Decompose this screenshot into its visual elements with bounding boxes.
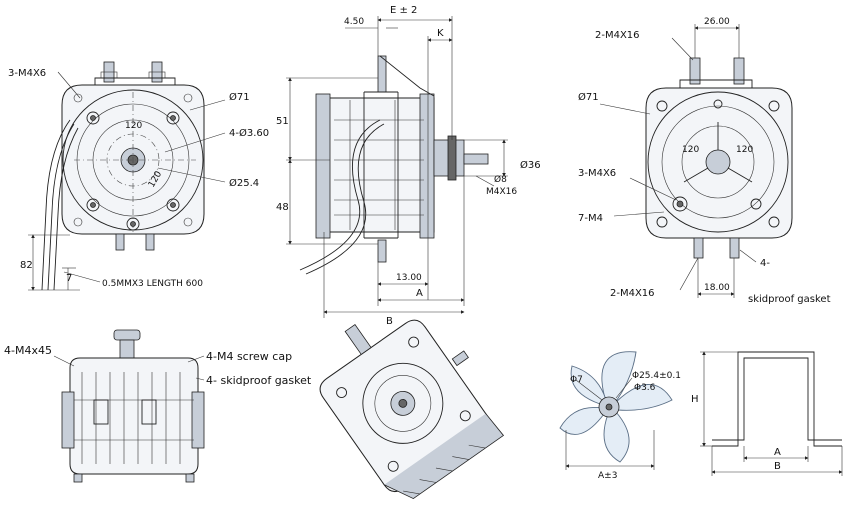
fan-blade	[559, 351, 673, 470]
isometric-view	[319, 319, 505, 500]
dim-26-00: 26.00	[704, 17, 730, 27]
fan-bore-label: Φ3.6	[634, 383, 656, 393]
dim-18-00: 18.00	[704, 283, 730, 293]
bottom-left-view	[53, 329, 205, 483]
bracket-dim-a: A	[774, 447, 781, 458]
angle-120-right-r: 120	[736, 145, 753, 155]
dim-4-50: 4.50	[344, 17, 364, 27]
top-terminals	[94, 61, 176, 85]
dim-b-side: B	[386, 316, 393, 327]
wire-length-label: 0.5MMX3 LENGTH 600	[102, 279, 203, 289]
fan-width-label: A±3	[598, 471, 617, 481]
angle-120-top: 120	[125, 121, 142, 131]
dim-51: 51	[276, 116, 289, 127]
front-view-right	[599, 24, 793, 298]
dim-82: 82	[20, 260, 33, 271]
dim-48: 48	[276, 202, 289, 213]
dia-71-label: Ø71	[229, 91, 250, 103]
shaft-thread: M4X16	[486, 187, 517, 197]
bracket-dim-b: B	[774, 461, 781, 472]
bracket-dim-h: H	[691, 394, 699, 405]
fan-hub-dia-label: Φ25.4±0.1	[632, 371, 681, 381]
screws-3-m4x6-right: 3-M4X6	[578, 168, 616, 179]
bottom-screws-label: 4-M4x45	[4, 344, 52, 357]
lead-wire	[41, 119, 79, 291]
screws-3-m4x6-label: 3-M4X6	[8, 68, 46, 79]
dia-71-right: Ø71	[578, 91, 599, 103]
gasket-label-right: skidproof gasket	[748, 294, 831, 305]
holes-7-m4: 7-M4	[578, 213, 603, 224]
mounting-holes	[73, 93, 193, 231]
dim-13-00: 13.00	[396, 273, 422, 283]
dia-8: Ø8	[494, 174, 507, 185]
dim-7: 7	[66, 273, 72, 284]
dim-a-side: A	[416, 288, 423, 299]
dim-e-label: E ± 2	[390, 5, 417, 16]
side-view	[286, 16, 508, 318]
gasket-count-right: 4-	[760, 258, 770, 269]
screw-cap-label: 4-M4 screw cap	[206, 350, 292, 363]
stator-body	[323, 97, 435, 233]
gasket-label-bottom: 4- skidproof gasket	[206, 374, 312, 387]
holes-4-3-60-label: 4-Ø3.60	[229, 127, 269, 139]
front-view-left	[28, 61, 226, 291]
mounting-bracket	[700, 351, 843, 476]
fan-hole-label: Φ7	[570, 375, 583, 385]
side-wire	[299, 119, 385, 275]
dia-25-4-label: Ø25.4	[229, 177, 259, 189]
angle-120-left-r: 120	[682, 145, 699, 155]
bottom-screws-right: 2-M4X16	[610, 288, 655, 299]
dia-36: Ø36	[520, 159, 541, 171]
top-screws-right: 2-M4X16	[595, 30, 640, 41]
dim-k: K	[437, 28, 444, 39]
